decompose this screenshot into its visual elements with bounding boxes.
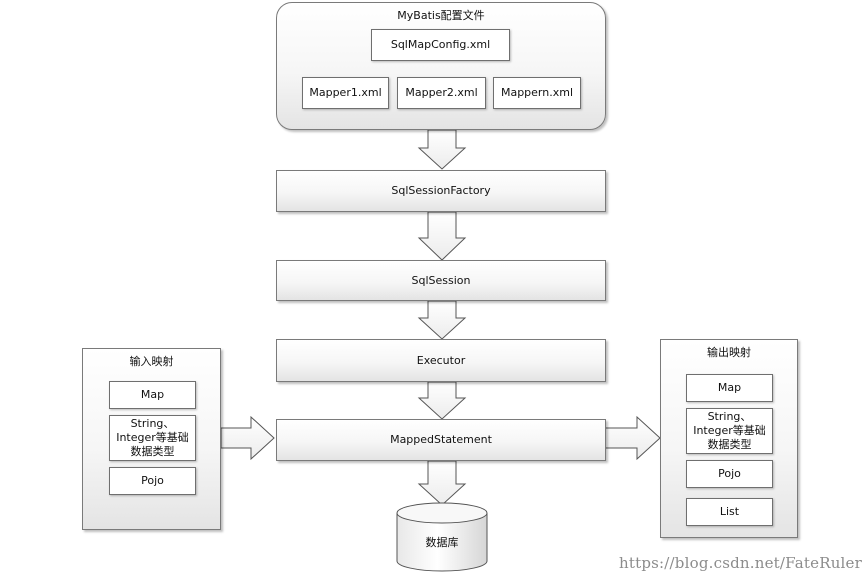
output-mapping-title: 输出映射 <box>707 346 751 359</box>
output-basic-types-box: String、Integer等基础数据类型 <box>686 408 773 454</box>
output-pojo-box: Pojo <box>686 460 773 488</box>
sqlsession-box: SqlSession <box>276 260 606 301</box>
sqlmapconfig-box: SqlMapConfig.xml <box>371 29 510 61</box>
input-map-box: Map <box>109 381 196 409</box>
arrow-executor-to-mappedstatement <box>417 381 467 420</box>
database-cylinder <box>396 502 488 572</box>
input-basic-types-box: String、Integer等基础数据类型 <box>109 415 196 461</box>
arrow-factory-to-session <box>417 211 467 261</box>
output-mapping-group: 输出映射 Map String、Integer等基础数据类型 Pojo List <box>660 339 798 538</box>
mapper2-box: Mapper2.xml <box>397 77 486 109</box>
output-map-box: Map <box>686 374 773 402</box>
input-pojo-box: Pojo <box>109 467 196 495</box>
input-mapping-group: 输入映射 Map String、Integer等基础数据类型 Pojo <box>82 348 221 530</box>
sqlsessionfactory-box: SqlSessionFactory <box>276 170 606 212</box>
mappern-box: Mappern.xml <box>493 77 581 109</box>
input-mapping-title: 输入映射 <box>129 355 174 368</box>
arrow-config-to-factory <box>417 129 467 170</box>
arrow-mappedstatement-to-database <box>417 460 467 506</box>
mybatis-config-group: MyBatis配置文件 SqlMapConfig.xml Mapper1.xml… <box>276 2 606 130</box>
mapper1-box: Mapper1.xml <box>302 77 389 109</box>
mappedstatement-box: MappedStatement <box>276 419 606 461</box>
arrow-input-to-mappedstatement <box>220 415 275 461</box>
config-group-title: MyBatis配置文件 <box>397 9 485 22</box>
output-list-box: List <box>686 498 773 526</box>
watermark-url: https://blog.csdn.net/FateRuler <box>619 554 862 572</box>
arrow-mappedstatement-to-output <box>604 415 661 461</box>
executor-box: Executor <box>276 339 606 382</box>
arrow-session-to-executor <box>417 300 467 340</box>
database-label: 数据库 <box>425 536 459 549</box>
